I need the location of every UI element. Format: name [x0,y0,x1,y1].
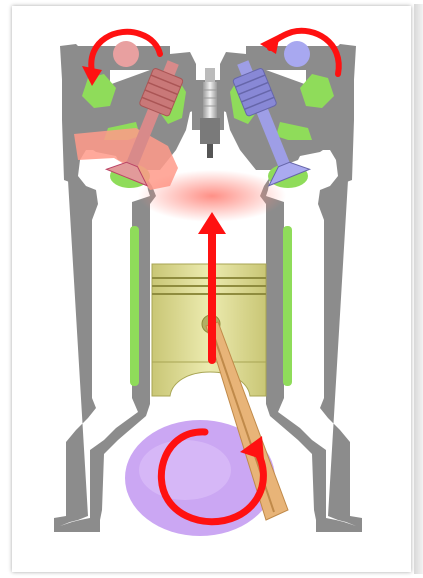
intake-cam-lobe [113,41,139,67]
crankshaft-highlight [139,440,231,500]
exhaust-cam-lobe [284,41,310,67]
